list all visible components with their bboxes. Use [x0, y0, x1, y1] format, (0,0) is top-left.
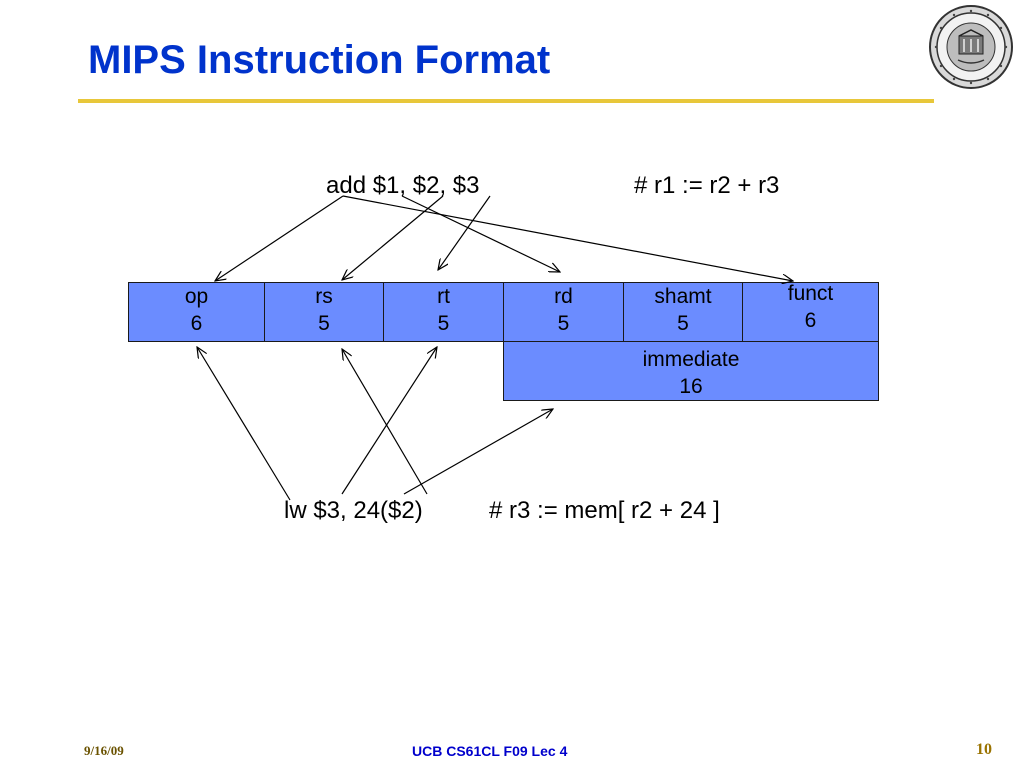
field-rs: rs 5	[264, 282, 384, 342]
field-op: op 6	[128, 282, 265, 342]
arrow-lw-to-op	[197, 347, 291, 501]
field-immediate: immediate 16	[503, 341, 879, 401]
arrow-rs-operand	[342, 195, 444, 280]
field-width: 6	[190, 312, 203, 336]
arrow-lw-rt	[341, 347, 437, 495]
arrow-lw-immediate	[403, 409, 553, 495]
footer-date: 9/16/09	[84, 743, 124, 758]
field-name: shamt	[654, 285, 712, 308]
arrow-add-to-funct	[342, 195, 793, 281]
footer-page-number: 10	[976, 741, 992, 758]
arrow-rt-operand	[438, 195, 491, 270]
field-width: 6	[804, 309, 817, 333]
r-instruction-code: add $1, $2, $3	[326, 172, 480, 199]
arrow-rd-operand	[401, 195, 560, 272]
title-divider	[78, 99, 934, 103]
arrow-lw-rs	[342, 349, 428, 495]
i-instruction-code: lw $3, 24($2)	[284, 497, 423, 524]
field-width: 5	[318, 312, 330, 336]
field-name: immediate	[642, 348, 740, 371]
field-shamt: shamt 5	[623, 282, 743, 342]
field-width: 16	[679, 375, 703, 399]
field-name: funct	[787, 282, 834, 305]
field-name: rd	[554, 285, 573, 308]
field-name: rs	[315, 285, 333, 308]
university-seal-icon	[928, 4, 1014, 90]
i-instruction-comment: # r3 := mem[ r2 + 24 ]	[489, 497, 720, 524]
field-name: op	[184, 285, 209, 308]
footer-course: UCB CS61CL F09 Lec 4	[412, 743, 568, 759]
field-width: 5	[677, 312, 689, 336]
field-width: 5	[557, 312, 570, 336]
arrow-add-to-op	[215, 195, 344, 281]
slide-title: MIPS Instruction Format	[88, 38, 551, 82]
field-width: 5	[437, 312, 450, 336]
field-rd: rd 5	[503, 282, 624, 342]
field-name: rt	[437, 285, 450, 308]
r-instruction-comment: # r1 := r2 + r3	[634, 172, 780, 199]
field-rt: rt 5	[383, 282, 504, 342]
field-funct: funct 6	[742, 282, 879, 342]
